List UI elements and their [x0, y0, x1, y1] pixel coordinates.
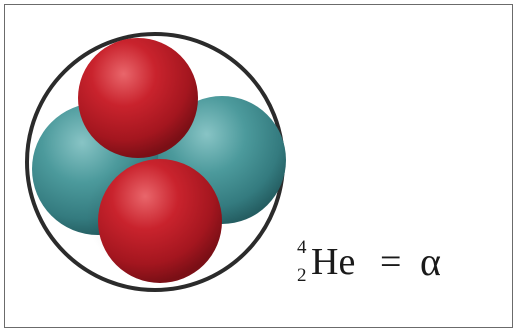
proton-bottom [98, 159, 222, 283]
element-symbol: He [311, 242, 355, 282]
isotope-indices: 4 2 [292, 236, 312, 296]
atomic-number: 2 [297, 266, 307, 285]
alpha-particle-formula: 4 2 He = α [292, 236, 482, 296]
mass-number: 4 [297, 238, 307, 257]
alpha-symbol: α [420, 242, 441, 282]
proton-top [78, 38, 198, 158]
equals-sign: = [380, 242, 401, 282]
